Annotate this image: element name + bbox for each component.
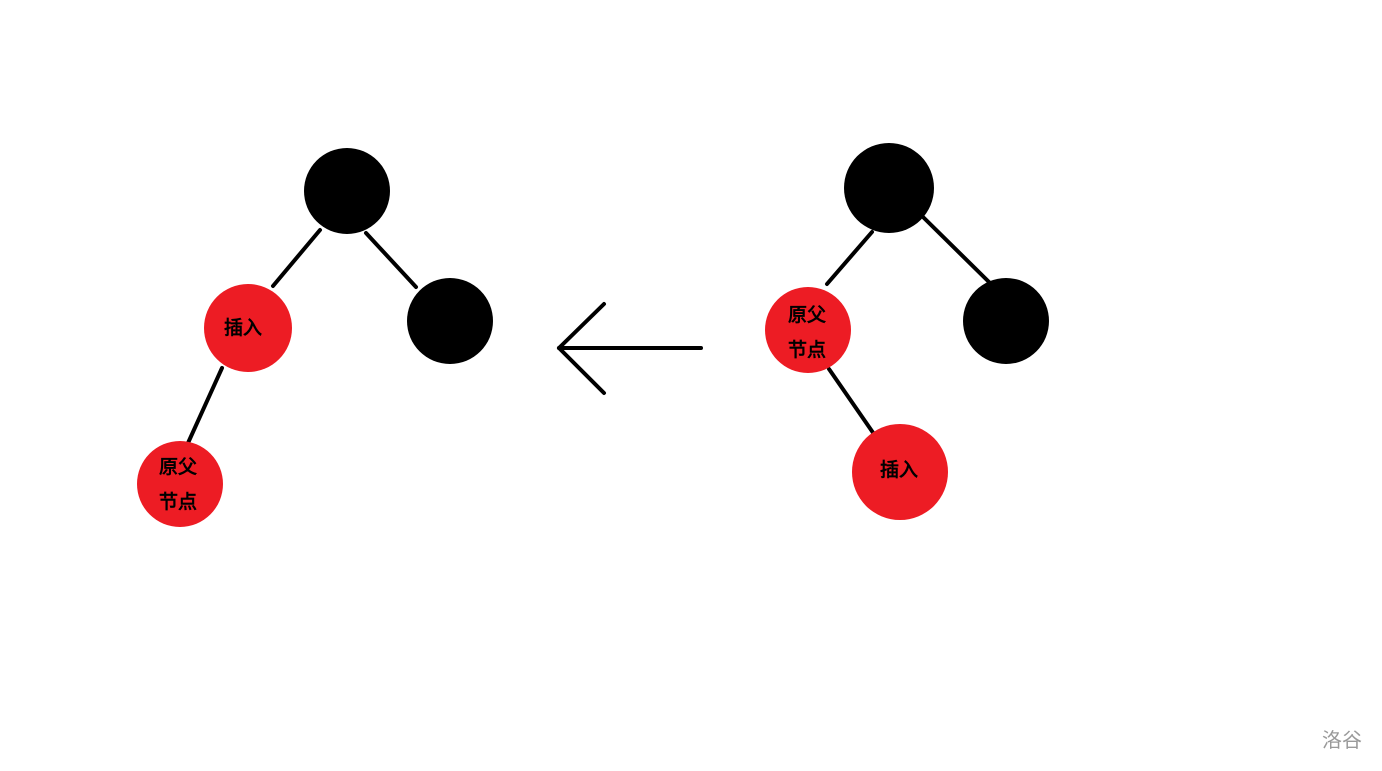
left-tree: 插入 原父 节点: [137, 148, 493, 527]
left-inserted-node: [204, 284, 292, 372]
watermark-text: 洛谷: [1322, 728, 1362, 752]
arrow-head-upper: [557, 302, 606, 350]
right-right-child-node: [963, 278, 1049, 364]
left-arrow-icon: [557, 302, 703, 395]
right-edge-original-parent-to-inserted: [827, 367, 878, 439]
left-original-parent-node: [137, 441, 223, 527]
right-edge-root-to-original-parent: [825, 230, 874, 286]
left-root-node: [304, 148, 390, 234]
right-inserted-node: [852, 424, 948, 520]
left-edge-inserted-to-original-parent: [186, 366, 224, 445]
left-edge-root-to-right-child: [364, 231, 418, 289]
right-inserted-label: 插入: [880, 459, 918, 481]
left-inserted-label: 插入: [224, 317, 262, 339]
left-original-parent-label-line2: 节点: [159, 491, 197, 513]
right-root-node: [844, 143, 934, 233]
right-original-parent-node: [765, 287, 851, 373]
left-original-parent-label-line1: 原父: [159, 456, 198, 478]
arrow-head-lower: [557, 346, 606, 395]
right-original-parent-label-line2: 节点: [788, 339, 826, 361]
left-edge-root-to-inserted: [271, 228, 322, 288]
right-edge-root-to-right-child: [920, 214, 992, 285]
right-tree: 原父 节点 插入: [765, 143, 1049, 520]
right-original-parent-label-line1: 原父: [788, 304, 827, 326]
left-right-child-node: [407, 278, 493, 364]
